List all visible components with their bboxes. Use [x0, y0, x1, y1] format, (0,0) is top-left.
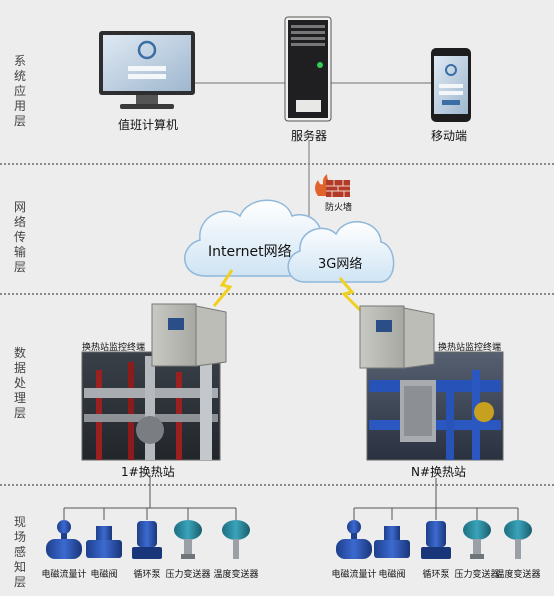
- device-right-label-valve: 电磁阀: [378, 570, 406, 580]
- device-right-label-pump: 循环泵: [422, 570, 450, 580]
- desktop-computer-icon: [99, 31, 195, 109]
- layer-label-network: 网络传输层: [13, 200, 26, 274]
- 3g-cloud-icon: [287, 221, 395, 283]
- layer-label-application: 系统应用层: [13, 54, 26, 128]
- temperature-transmitter-right-icon: [504, 520, 532, 559]
- server-label: 服务器: [291, 129, 328, 143]
- mobile-label: 移动端: [431, 129, 468, 143]
- terminal-cabinet-right-icon: [359, 305, 435, 369]
- station-right-photo: [366, 351, 504, 461]
- field-tree-left: [63, 475, 237, 520]
- firewall-icon: [315, 174, 350, 197]
- 3g-cloud-label: 3G网络: [318, 257, 363, 272]
- device-right-label-temperature: 温度变送器: [495, 570, 541, 580]
- divider-2: [0, 293, 554, 295]
- circulation-pump-right-icon: [421, 521, 451, 559]
- device-left-label-pressure: 压力变送器: [165, 570, 211, 580]
- mobile-phone-icon: [431, 48, 471, 122]
- layer-label-field: 现场感知层: [13, 515, 26, 589]
- pressure-transmitter-left-icon: [174, 520, 202, 559]
- device-right-label-pressure: 压力变送器: [454, 570, 500, 580]
- field-tree-right: [353, 478, 519, 520]
- device-right-label-flowmeter: 电磁流量计: [331, 570, 377, 580]
- device-left-label-pump: 循环泵: [133, 570, 161, 580]
- lightning-left-icon: [212, 269, 234, 307]
- station-left-label: 1#换热站: [121, 465, 175, 479]
- internet-cloud-label: Internet网络: [208, 244, 292, 260]
- pressure-transmitter-right-icon: [463, 520, 491, 559]
- solenoid-valve-left-icon: [86, 526, 122, 558]
- layer-label-processing: 数据处理层: [13, 346, 26, 420]
- flowmeter-left-icon: [46, 520, 82, 559]
- station-right-label: N#换热站: [411, 465, 467, 479]
- divider-3: [0, 484, 554, 486]
- solenoid-valve-right-icon: [374, 526, 410, 558]
- firewall-label: 防火墙: [325, 203, 353, 213]
- terminal-right-label: 换热站监控终端: [438, 343, 502, 353]
- server-tower-icon: [284, 16, 332, 122]
- divider-1: [0, 163, 554, 165]
- temperature-transmitter-left-icon: [222, 520, 250, 559]
- terminal-left-label: 换热站监控终端: [82, 343, 146, 353]
- station-left-photo: [81, 351, 221, 461]
- device-left-label-valve: 电磁阀: [90, 570, 118, 580]
- terminal-cabinet-left-icon: [151, 303, 227, 367]
- duty-computer-label: 值班计算机: [118, 118, 179, 132]
- device-left-label-temperature: 温度变送器: [213, 570, 259, 580]
- flowmeter-right-icon: [336, 520, 372, 559]
- lightning-right-icon: [338, 277, 364, 314]
- circulation-pump-left-icon: [132, 521, 162, 559]
- device-left-label-flowmeter: 电磁流量计: [41, 570, 87, 580]
